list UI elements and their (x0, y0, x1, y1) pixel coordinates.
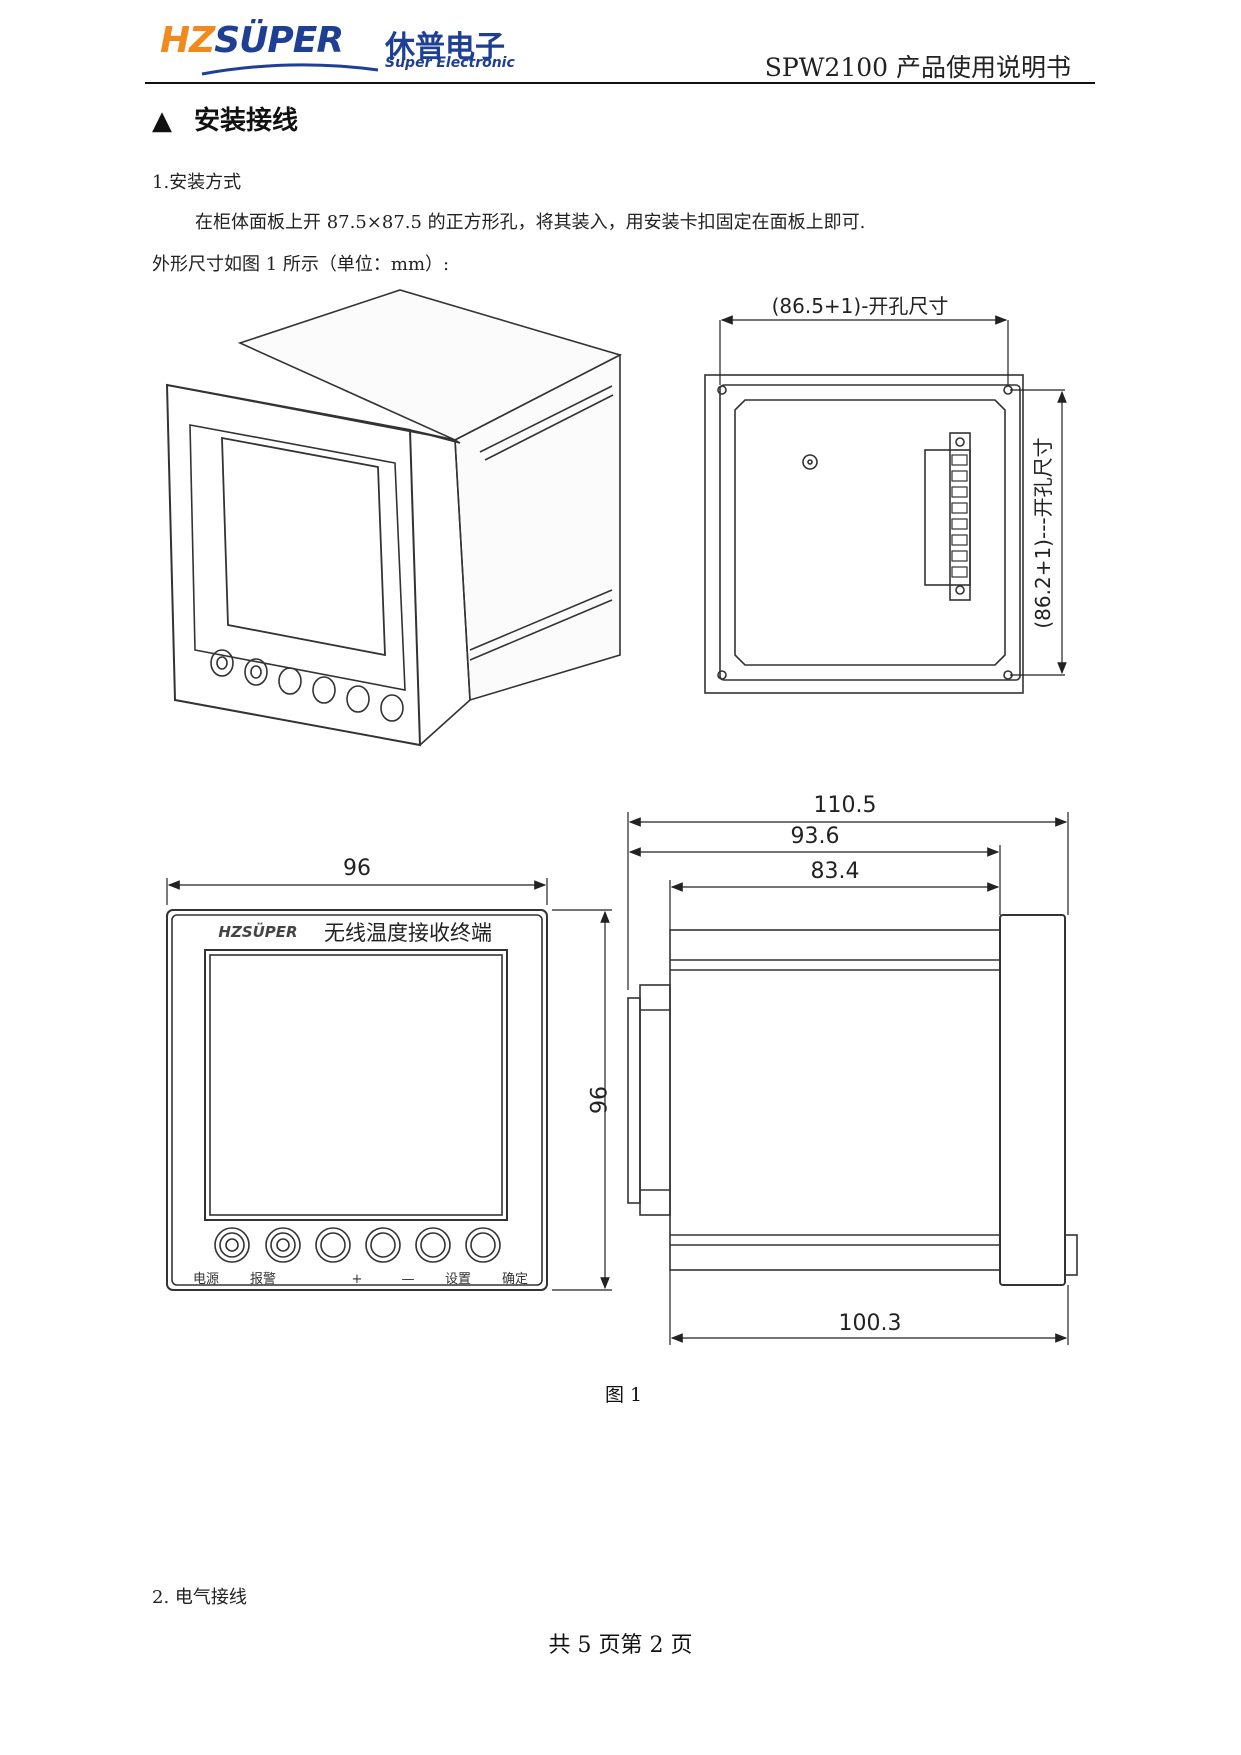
side-834-label: 83.4 (811, 859, 860, 884)
triangle-marker-icon: ▲ (152, 106, 172, 136)
logo-english-name: Super Electronic (385, 55, 515, 71)
button-label-confirm: 确定 (502, 1272, 528, 1287)
document-title: SPW2100 产品使用说明书 (764, 53, 1071, 82)
logo-swoosh-icon (201, 63, 379, 76)
logo-chinese-name: 休普电子 (385, 30, 505, 65)
company-logo: HZSÜPER (160, 20, 344, 61)
cutout-width-label: (86.5+1)-开孔尺寸 (772, 294, 949, 318)
button-label-plus: + (352, 1272, 363, 1287)
header-divider (145, 82, 1095, 84)
side-view (627, 914, 1078, 1286)
perspective-view (165, 289, 623, 747)
item1-text: 在柜体面板上开 87.5×87.5 的正方形孔，将其装入，用安装卡扣固定在面板上… (195, 212, 866, 233)
button-label-settings: 设置 (445, 1272, 471, 1287)
panel-logo: HZSÜPER (218, 922, 297, 941)
back-view (704, 374, 1024, 694)
side-bottom-label: 100.3 (839, 1311, 902, 1336)
panel-title: 无线温度接收终端 (324, 921, 492, 945)
figure-caption: 图 1 (605, 1384, 643, 1406)
side-936-label: 93.6 (791, 824, 840, 849)
page-number: 共 5 页第 2 页 (548, 1633, 693, 1658)
section-heading: ▲ 安装接线 (152, 100, 298, 137)
item1-title: 1.安装方式 (152, 172, 242, 193)
item2-title: 2. 电气接线 (152, 1587, 247, 1608)
logo-hz: HZ (160, 20, 215, 61)
front-view (166, 909, 548, 1291)
side-total-label: 110.5 (814, 793, 877, 818)
front-width-label: 96 (343, 856, 371, 881)
logo-super: SÜPER (214, 20, 344, 61)
section-title: 安装接线 (194, 106, 299, 136)
item1-dimension-note: 外形尺寸如图 1 所示（单位：mm）: (152, 254, 450, 275)
button-label-power: 电源 (193, 1272, 219, 1287)
button-label-alarm: 报警 (250, 1271, 276, 1287)
button-label-minus: — (402, 1272, 415, 1287)
cutout-height-label: (86.2+1)---开孔尺寸 (1031, 437, 1055, 628)
front-height-label: 96 (584, 1086, 609, 1114)
